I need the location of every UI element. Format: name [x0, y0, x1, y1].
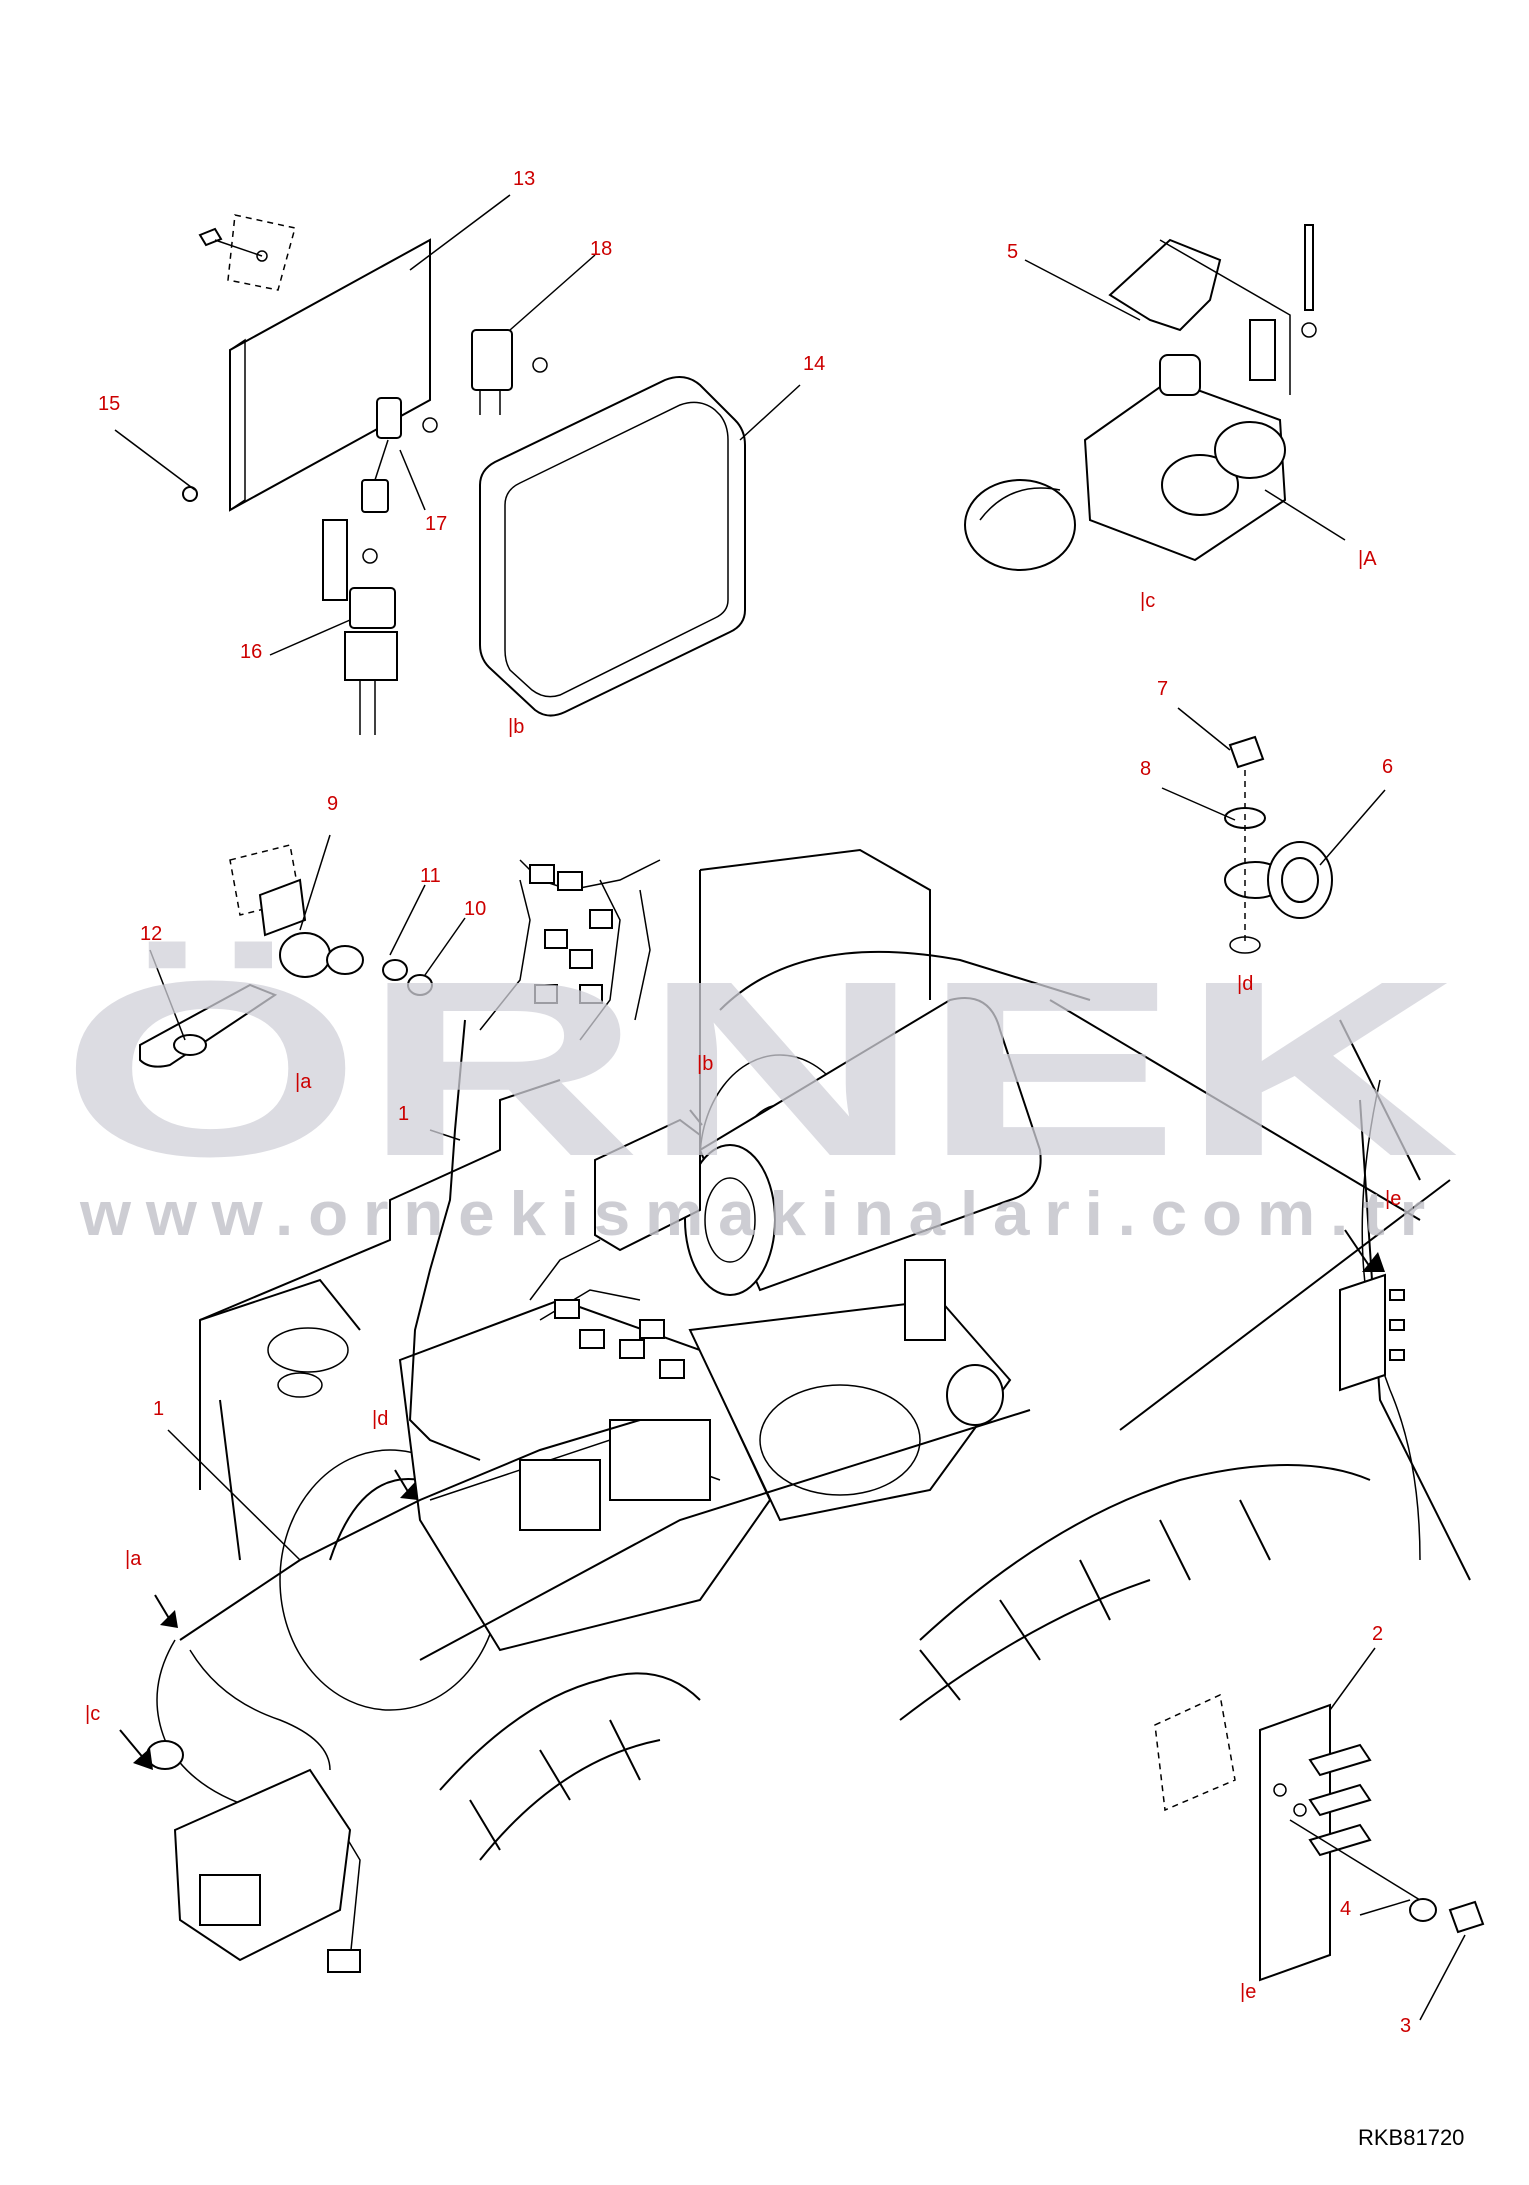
callout-9: 9 [327, 793, 338, 815]
relay-bracket-detail [1154, 1693, 1485, 1982]
ref-a-left: |a [125, 1548, 142, 1570]
callout-11: 11 [420, 865, 441, 887]
terminal-assembly [139, 844, 433, 1068]
ref-e-bottom: |e [1240, 1981, 1256, 2003]
ref-c-top: |c [1140, 590, 1155, 612]
ecu-box [479, 375, 746, 717]
watermark-url: www.ornekismakinalari.com.tr [79, 1180, 1440, 1249]
callout-14: 14 [803, 353, 825, 375]
reference-marks: |b |A |c |d |a |b |d |e |a |c |e [85, 548, 1401, 2003]
valve-block-assembly [964, 224, 1317, 571]
callout-13: 13 [513, 168, 535, 190]
callout-labels: 13 18 14 15 17 16 5 7 8 6 9 11 10 12 1 1… [98, 168, 1411, 2037]
callout-1-lower: 1 [153, 1398, 164, 1420]
drawing-code: RKB81720 [1358, 2125, 1464, 2150]
callout-6: 6 [1382, 756, 1393, 778]
connector-cluster-upper [529, 864, 613, 1004]
ref-d-mid: |d [372, 1408, 388, 1430]
callout-4: 4 [1340, 1898, 1351, 1920]
connector-cluster-mid [554, 1299, 685, 1379]
callout-3: 3 [1400, 2015, 1411, 2037]
leader-lines [114, 194, 1466, 2021]
callout-7: 7 [1157, 678, 1168, 700]
callout-8: 8 [1140, 758, 1151, 780]
watermark-brand: ÖRNEK [60, 929, 1460, 1208]
ref-d-top: |d [1237, 973, 1253, 995]
relay-bracket-right [1339, 1229, 1405, 1392]
ref-a-mid: |a [295, 1071, 312, 1093]
callout-12: 12 [140, 923, 162, 945]
callout-1-upper: 1 [398, 1103, 409, 1125]
tire-tread [439, 1464, 1371, 1861]
grommet-assembly [1224, 735, 1333, 954]
ref-b-mid: |b [697, 1053, 713, 1075]
callout-10: 10 [464, 898, 486, 920]
callout-17: 17 [425, 513, 447, 535]
callout-15: 15 [98, 393, 120, 415]
callout-5: 5 [1007, 241, 1018, 263]
callout-18: 18 [590, 238, 612, 260]
ref-c-left: |c [85, 1703, 100, 1725]
transmission-housing [398, 1298, 1031, 1661]
callout-16: 16 [240, 641, 262, 663]
callout-2: 2 [1372, 1623, 1383, 1645]
hydraulic-block-left [119, 1109, 703, 1973]
ref-e-right: |e [1385, 1188, 1401, 1210]
ref-A: |A [1358, 548, 1377, 570]
ecu-small [594, 1118, 701, 1252]
ref-b-top: |b [508, 716, 524, 738]
watermark: ÖRNEK www.ornekismakinalari.com.tr [60, 929, 1460, 1249]
mounting-plate-assembly [182, 214, 548, 735]
starter-motor [684, 997, 1042, 1426]
